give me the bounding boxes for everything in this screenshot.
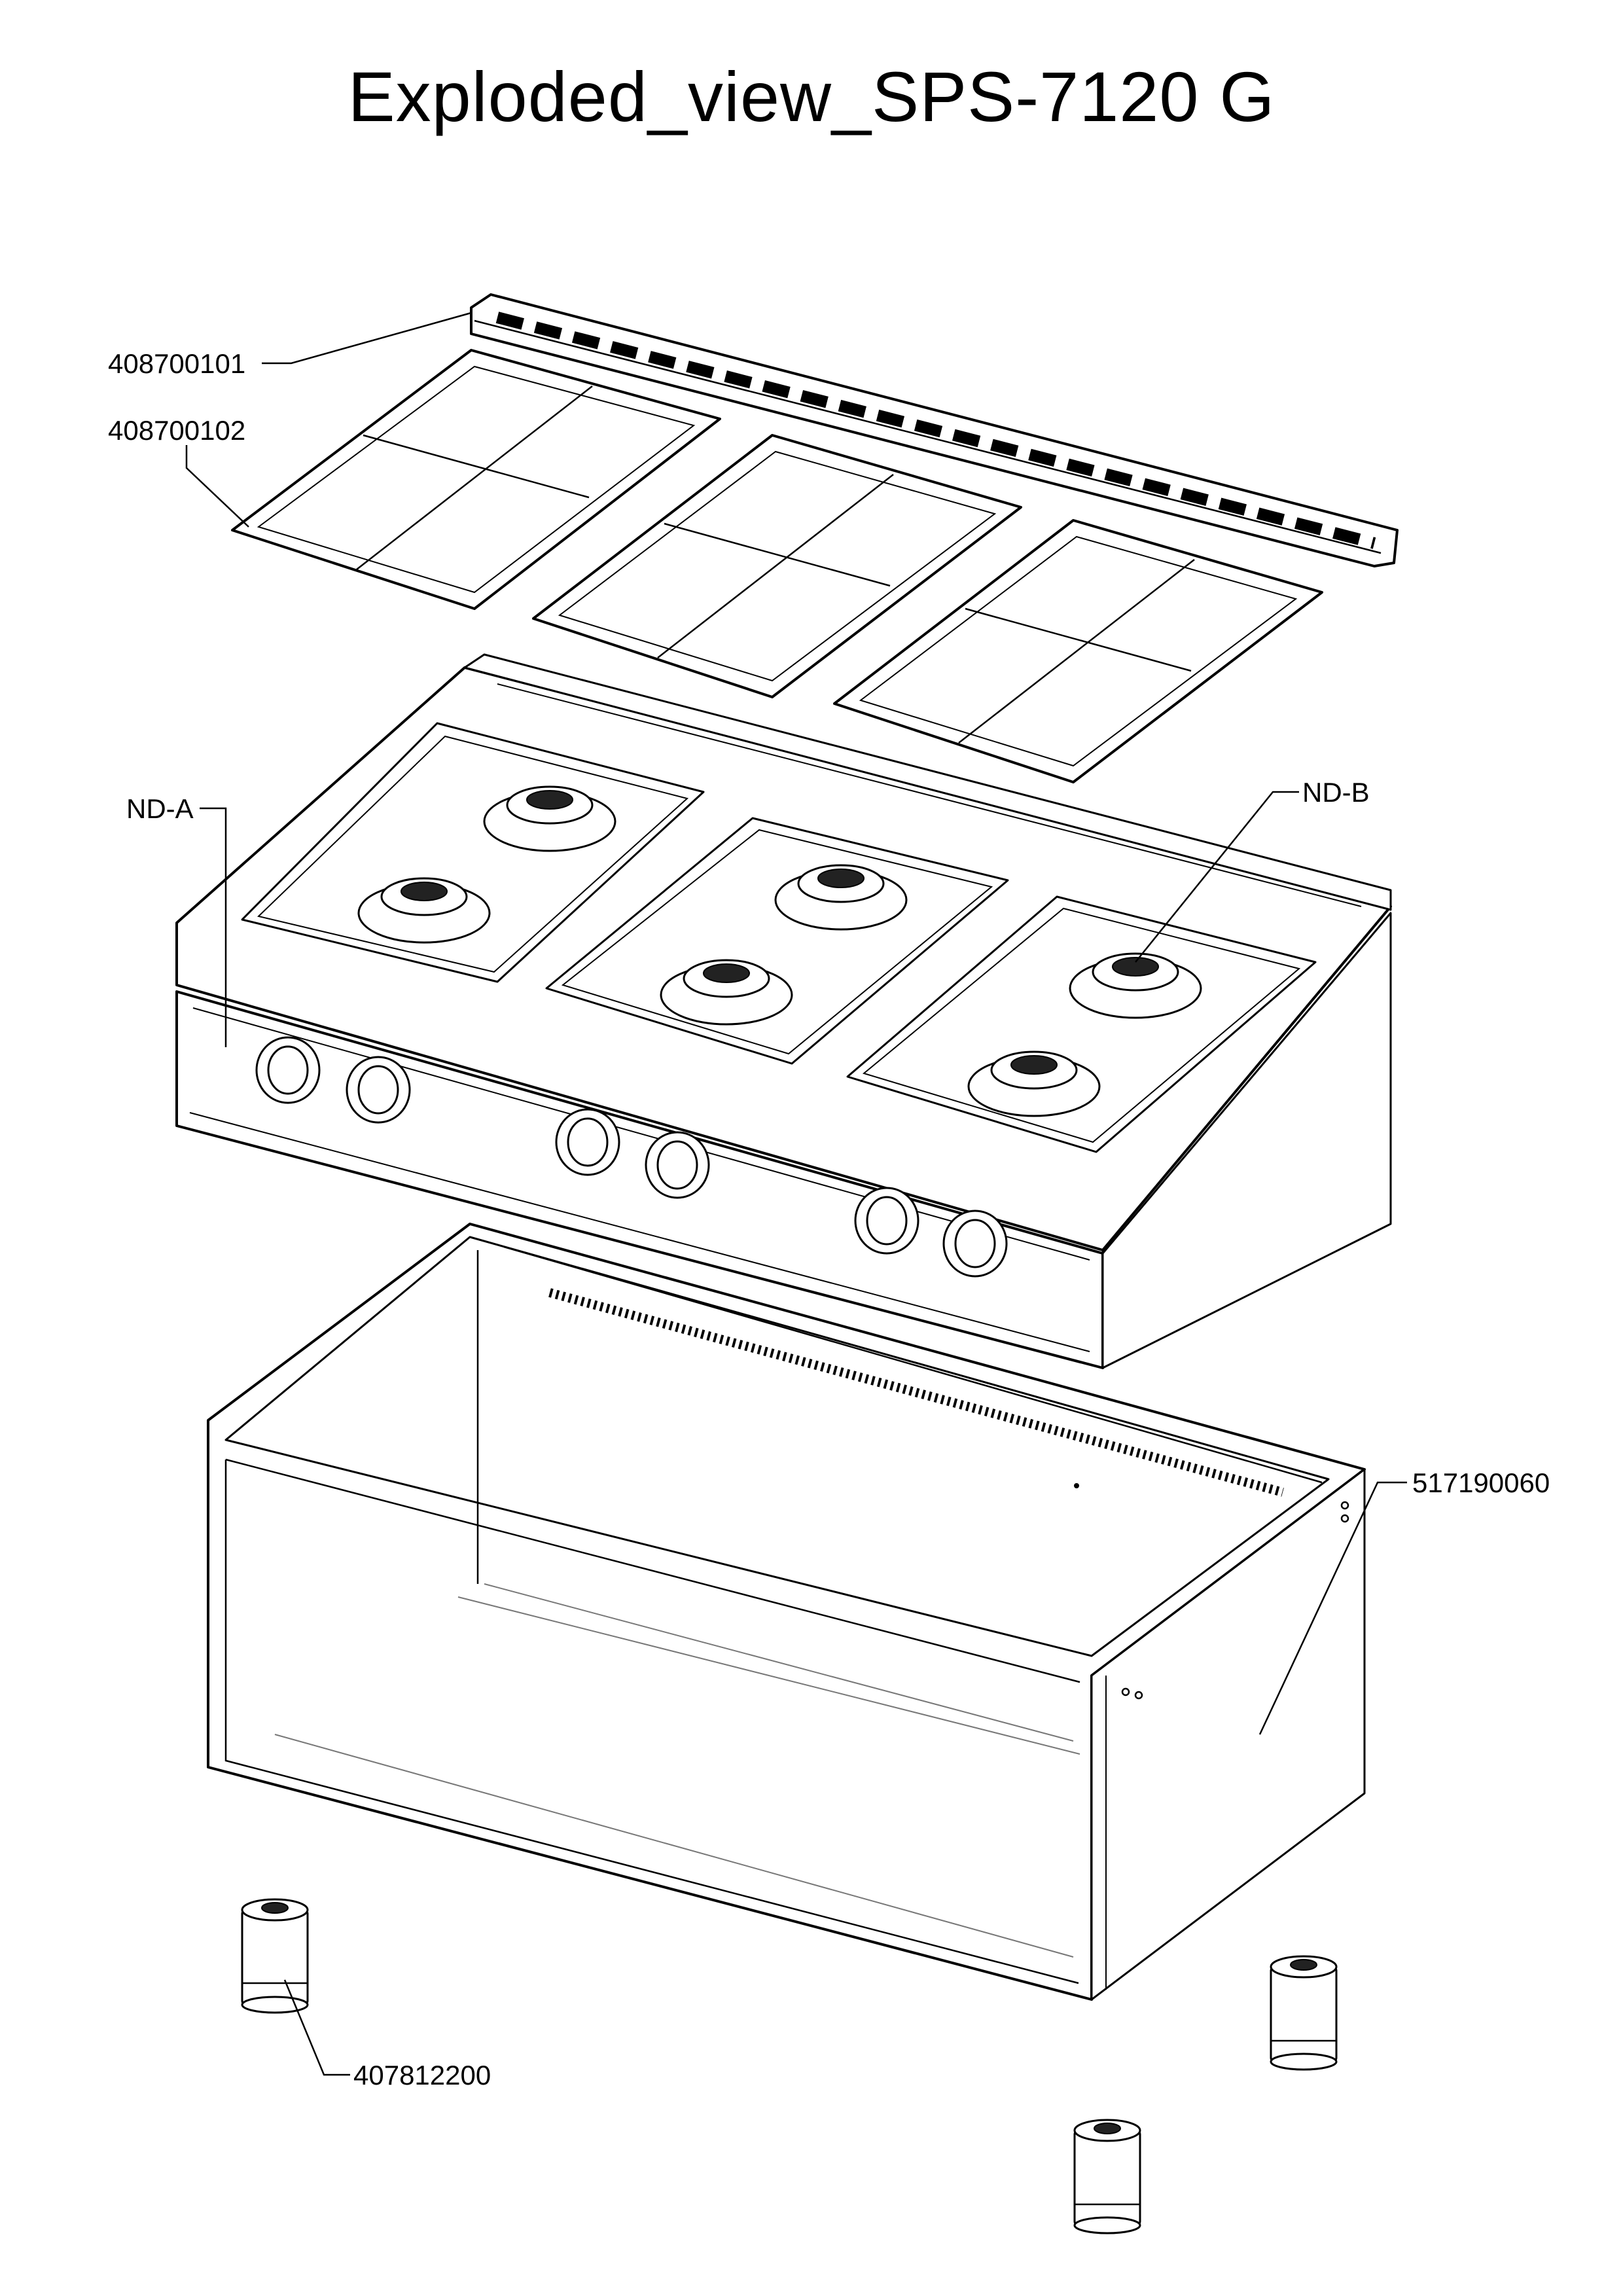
base-cabinet bbox=[207, 1223, 1366, 2001]
pan-support-left bbox=[231, 349, 721, 610]
leader-burner-b bbox=[1135, 791, 1299, 963]
pan-support-right bbox=[833, 519, 1323, 783]
pan-support-center bbox=[532, 434, 1022, 698]
trim-bar bbox=[470, 293, 1399, 567]
leader-pan-support bbox=[185, 445, 249, 528]
label-burner-b: ND-B bbox=[1302, 777, 1370, 808]
label-pan-support: 408700102 bbox=[108, 415, 245, 446]
adjustable-foot-left bbox=[241, 1898, 309, 2014]
burner-well-left bbox=[241, 722, 705, 983]
leader-burner-a bbox=[200, 807, 227, 1047]
label-base-cabinet: 517190060 bbox=[1412, 1467, 1550, 1498]
burner-well-right bbox=[846, 895, 1317, 1153]
burner-well-center bbox=[545, 817, 1009, 1065]
label-burner-a: ND-A bbox=[126, 793, 194, 824]
leader-foot bbox=[283, 1979, 350, 2076]
leader-lines bbox=[185, 312, 1407, 2076]
adjustable-foot-front bbox=[1073, 2119, 1141, 2234]
leader-base-cabinet bbox=[1258, 1481, 1407, 1735]
label-trim-bar: 408700101 bbox=[108, 348, 245, 379]
page-title: Exploded_view_SPS-7120 G bbox=[348, 57, 1275, 136]
control-knobs bbox=[255, 1036, 1008, 1278]
label-adjustable-foot: 407812200 bbox=[353, 2060, 491, 2090]
adjustable-foot-right bbox=[1270, 1955, 1338, 2071]
leader-trim-bar bbox=[262, 312, 472, 365]
